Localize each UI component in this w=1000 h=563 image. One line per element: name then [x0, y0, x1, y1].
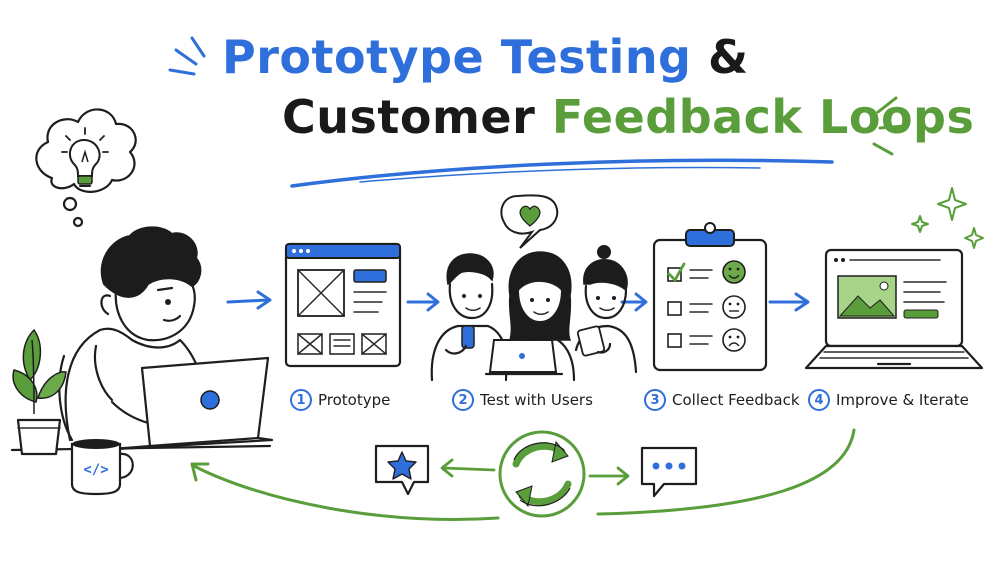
step-number-badge: 2: [452, 389, 474, 411]
thought-bubble: [35, 108, 137, 228]
flow-arrow-1: [226, 290, 272, 310]
title-underline: [290, 158, 834, 188]
step-test-with-users: 2 Test with Users: [452, 389, 593, 411]
step-prototype: 1 Prototype: [290, 389, 390, 411]
mug-code-label: </>: [83, 462, 108, 478]
feedback-loop-arrowhead: [190, 462, 210, 482]
person-hair: [100, 226, 202, 298]
laptop-logo: [200, 390, 220, 410]
sparkle-icon: [911, 187, 984, 249]
step-label: Prototype: [318, 391, 391, 409]
title-line-1: Prototype Testing &: [222, 30, 749, 84]
person-hoodie: [64, 327, 208, 442]
neutral-face-icon: [722, 295, 746, 319]
speech-bubble-heart: [500, 194, 559, 249]
step-label: Test with Users: [480, 391, 593, 409]
step-label: Collect Feedback: [672, 391, 800, 409]
coffee-mug: </>: [70, 439, 134, 496]
comment-bubble: [640, 446, 698, 498]
flow-arrow-3: [620, 292, 648, 312]
person-with-laptop: [58, 226, 208, 442]
checkmark-icon: [667, 262, 686, 283]
step-collect-feedback: 3 Collect Feedback: [644, 389, 800, 411]
title-underline-echo: [359, 166, 761, 183]
step-number-badge: 3: [644, 389, 666, 411]
laptop-left: [98, 356, 274, 452]
refresh-cycle-icon: [498, 430, 586, 518]
smiley-icon: [722, 260, 746, 284]
title-accent-marks-left: [168, 36, 206, 76]
ellipsis-icon: [652, 462, 686, 470]
title-line-2: Customer Feedback Loops: [282, 90, 974, 144]
step-number-badge: 4: [808, 389, 830, 411]
lightbulb-icon: [61, 127, 109, 187]
title-feedback-loops: Feedback Loops: [551, 90, 975, 144]
user-woman-right: [574, 245, 638, 374]
checkbox-empty-2: [667, 333, 682, 348]
flow-arrow-2: [406, 292, 440, 312]
sad-face-icon: [722, 328, 746, 352]
laptop-center-logo: [519, 353, 525, 359]
title-ampersand: &: [708, 30, 749, 84]
title-customer: Customer: [282, 90, 536, 144]
title-prototype-testing: Prototype Testing: [222, 30, 692, 84]
loop-arrow-right: [588, 466, 630, 486]
step-label: Improve & Iterate: [836, 391, 969, 409]
feedback-clipboard: [652, 222, 768, 372]
potted-plant: [12, 328, 67, 456]
star-rating-bubble: [374, 444, 430, 496]
loop-arrow-left: [440, 458, 496, 478]
star-icon: [387, 451, 417, 480]
heart-icon: [519, 205, 541, 227]
title-accent-marks-right: [872, 96, 906, 156]
flow-arrow-4: [768, 292, 810, 312]
user-woman-center: [484, 251, 576, 382]
checkbox-empty-1: [667, 301, 682, 316]
step-improve-iterate: 4 Improve & Iterate: [808, 389, 969, 411]
wireframe-browser: [284, 242, 402, 368]
step-number-badge: 1: [290, 389, 312, 411]
improved-laptop: [804, 248, 984, 370]
feedback-loop-arrow: [192, 428, 856, 521]
